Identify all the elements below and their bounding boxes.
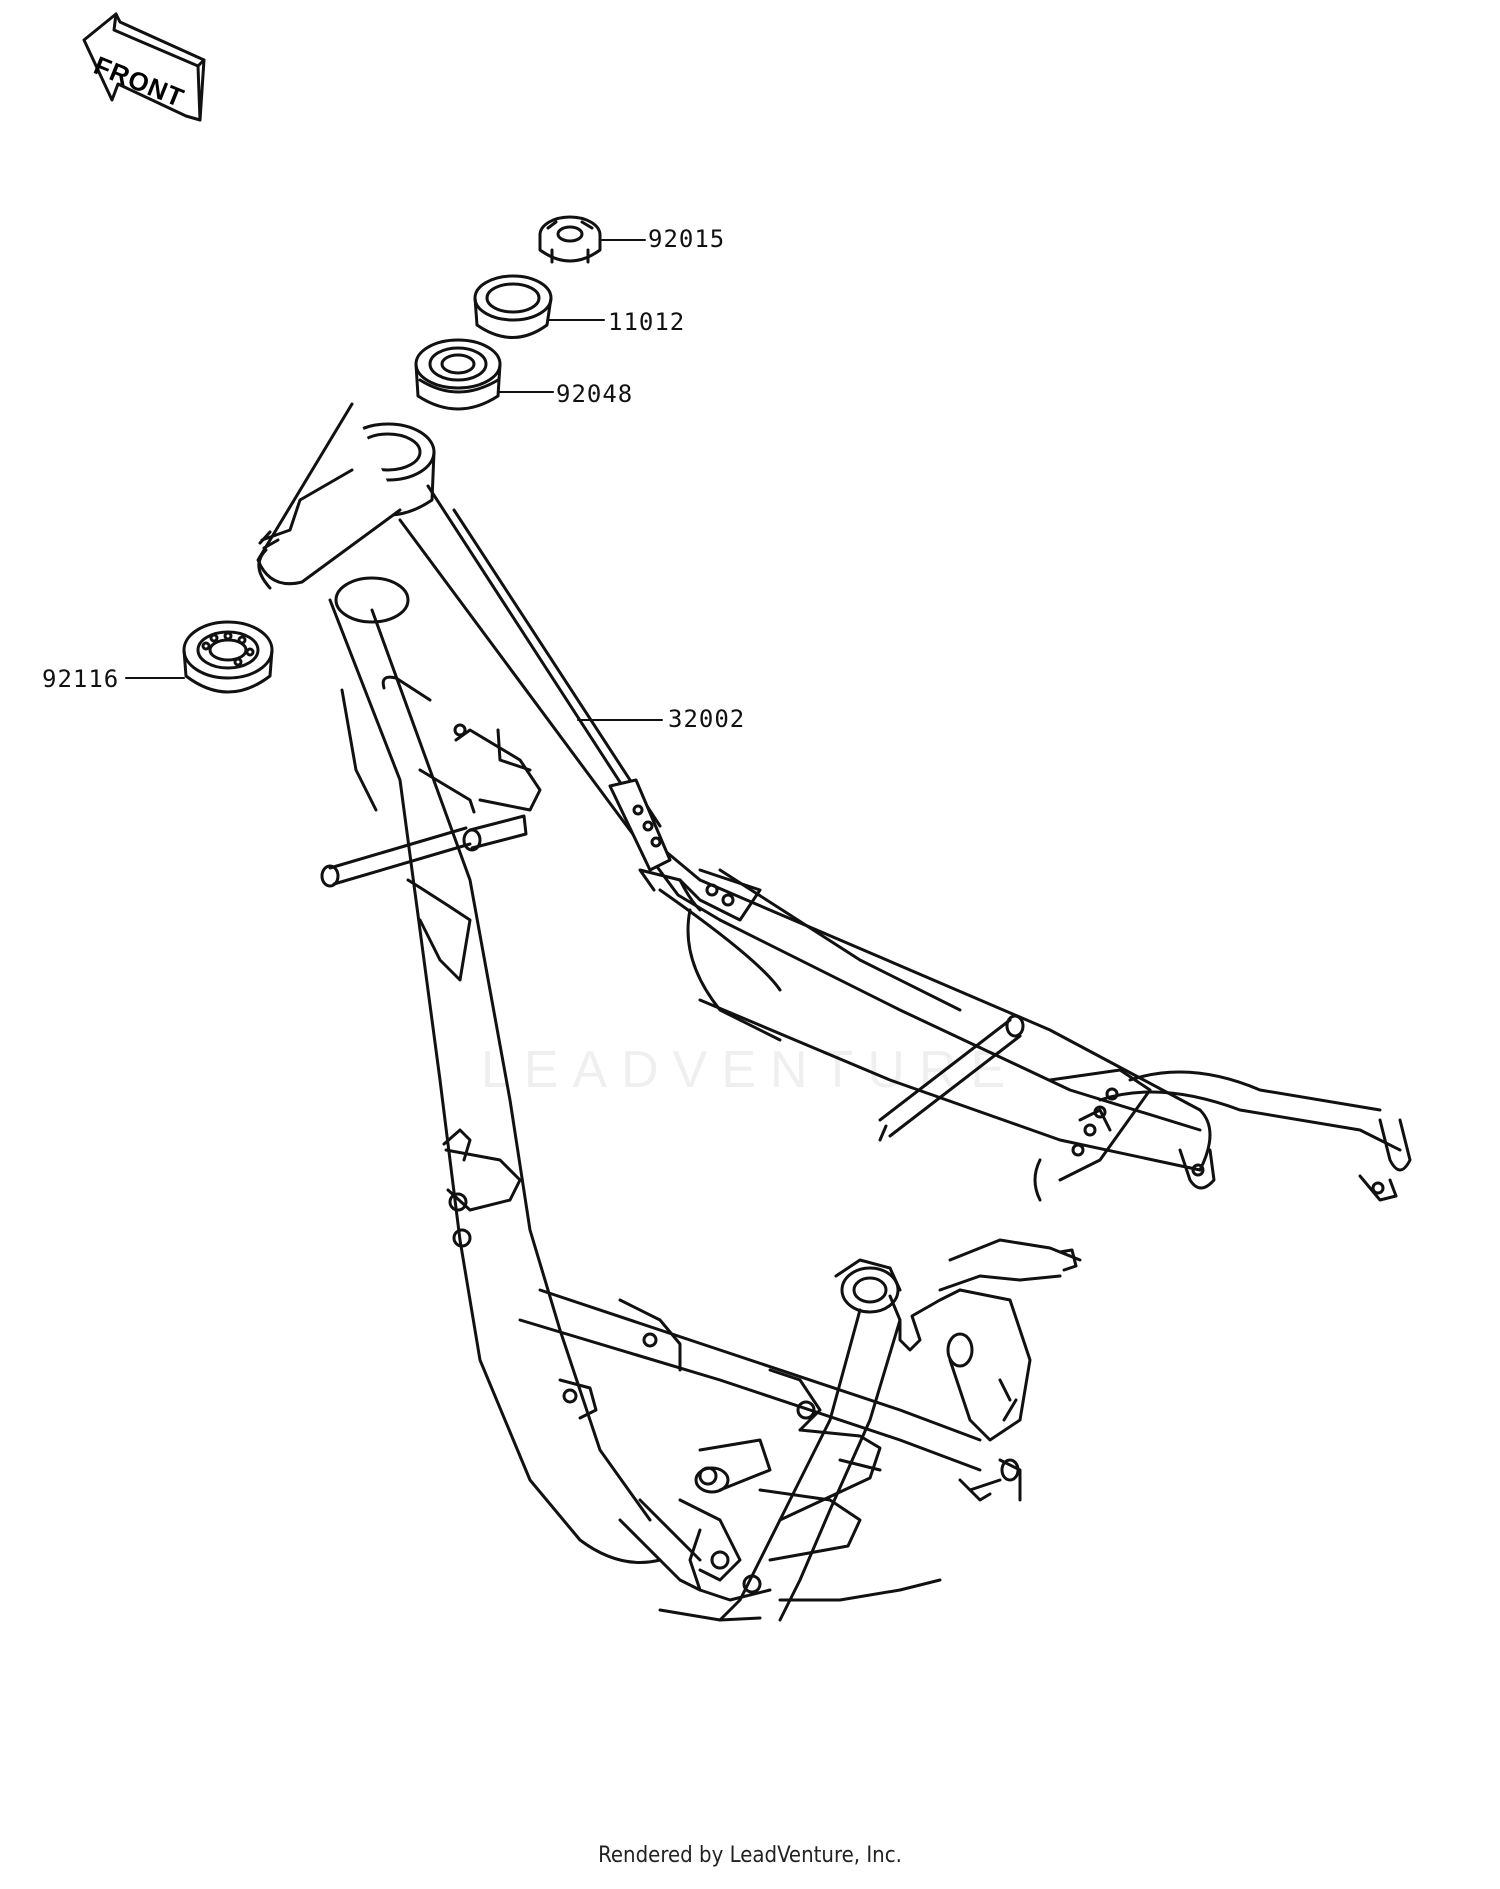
watermark: LEADVENTURE — [480, 1041, 1020, 1099]
part-11012-cup — [473, 274, 605, 339]
render-credit: Rendered by LeadVenture, Inc. — [598, 1843, 902, 1868]
part-number-label-32002[interactable]: 32002 — [668, 705, 746, 733]
part-number-label-92116[interactable]: 92116 — [42, 665, 120, 693]
part-92048-seal — [414, 338, 554, 411]
part-number-label-92015[interactable]: 92015 — [648, 225, 726, 253]
front-arrow-icon — [82, 12, 206, 122]
part-number-label-92048[interactable]: 92048 — [556, 380, 634, 408]
part-92015-nut — [538, 215, 646, 264]
part-32002-frame — [256, 402, 1412, 1622]
part-number-label-11012[interactable]: 11012 — [608, 308, 686, 336]
part-92116-bearing — [125, 620, 274, 694]
